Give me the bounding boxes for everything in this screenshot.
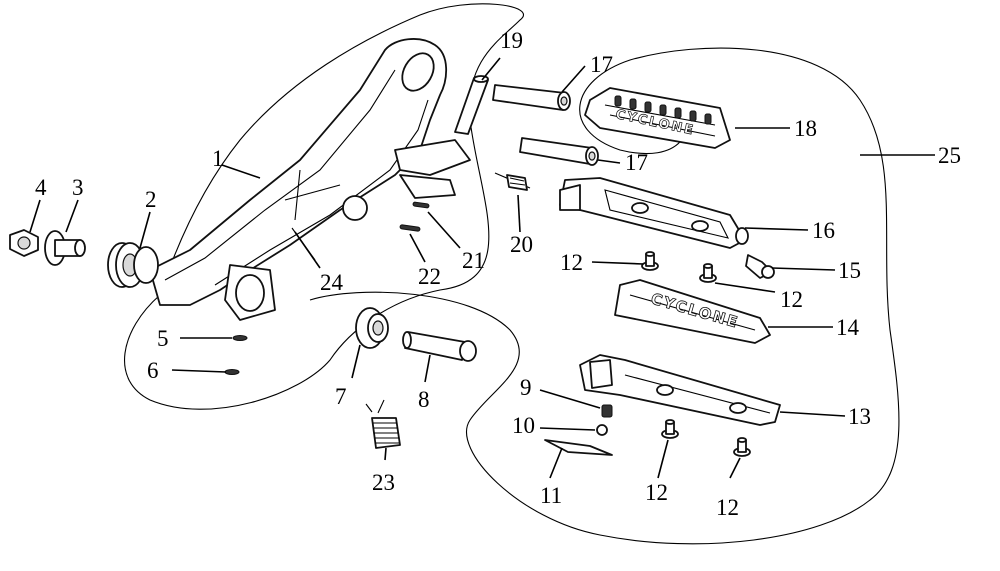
spring-part-9: [601, 404, 613, 418]
rubber-pad-part-18: [584, 87, 731, 149]
label-3: 3: [72, 175, 84, 200]
label-12-a: 12: [560, 250, 583, 275]
label-9: 9: [520, 375, 532, 400]
label-24: 24: [320, 270, 344, 295]
rod-part-19: [454, 75, 489, 135]
label-1: 1: [212, 146, 224, 171]
label-17-a: 17: [590, 52, 613, 77]
nut-part-4: [9, 229, 39, 257]
clip-part-6: [224, 369, 240, 375]
bushing-part-2: [107, 242, 159, 288]
label-5: 5: [157, 326, 169, 351]
label-22: 22: [418, 264, 441, 289]
plate-part-11: [544, 439, 613, 456]
spring-part-23: [365, 399, 401, 449]
rubber-insert-part-14: CYCLONE: [614, 279, 771, 344]
part-number-labels: 1 2 3 4 5 6 7 8 9 10 11 12 12 12 12 13 1…: [35, 28, 961, 520]
stud-part-12-b: [699, 263, 717, 283]
leader-lines: [29, 57, 935, 479]
stud-part-12-a: [641, 251, 659, 271]
pin-part-17-lower: [519, 137, 599, 166]
label-11: 11: [540, 483, 562, 508]
pin-part-15: [745, 254, 775, 279]
pin-part-22: [399, 224, 421, 232]
label-15: 15: [838, 258, 861, 283]
group-outline-bottom: [309, 47, 900, 545]
label-12-d: 12: [716, 495, 739, 520]
label-12-b: 12: [780, 287, 803, 312]
clip-part-5: [232, 335, 248, 341]
label-17-b: 17: [625, 150, 648, 175]
label-23: 23: [372, 470, 395, 495]
label-12-c: 12: [645, 480, 668, 505]
label-13: 13: [848, 404, 871, 429]
pin-part-21: [412, 201, 430, 209]
label-6: 6: [147, 358, 159, 383]
stud-part-12-d: [733, 437, 751, 457]
label-20: 20: [510, 232, 533, 257]
label-25: 25: [938, 143, 961, 168]
pin-part-17-upper: [492, 84, 571, 111]
collar-part-7: [355, 307, 389, 349]
spring-part-20: [494, 172, 531, 191]
peg-body-part-13: [579, 354, 781, 426]
label-8: 8: [418, 387, 430, 412]
label-4: 4: [35, 175, 47, 200]
label-19: 19: [500, 28, 523, 53]
ball-part-10: [596, 424, 608, 436]
label-7: 7: [335, 384, 347, 409]
label-18: 18: [794, 116, 817, 141]
main-bracket: [149, 38, 471, 321]
label-21: 21: [462, 248, 485, 273]
label-14: 14: [836, 315, 860, 340]
footpeg-part-16: [559, 177, 749, 249]
label-16: 16: [812, 218, 835, 243]
sleeve-part-3: [44, 230, 86, 266]
label-10: 10: [512, 413, 535, 438]
pin-part-8: [402, 331, 477, 362]
label-2: 2: [145, 187, 157, 212]
stud-part-12-c: [661, 419, 679, 439]
